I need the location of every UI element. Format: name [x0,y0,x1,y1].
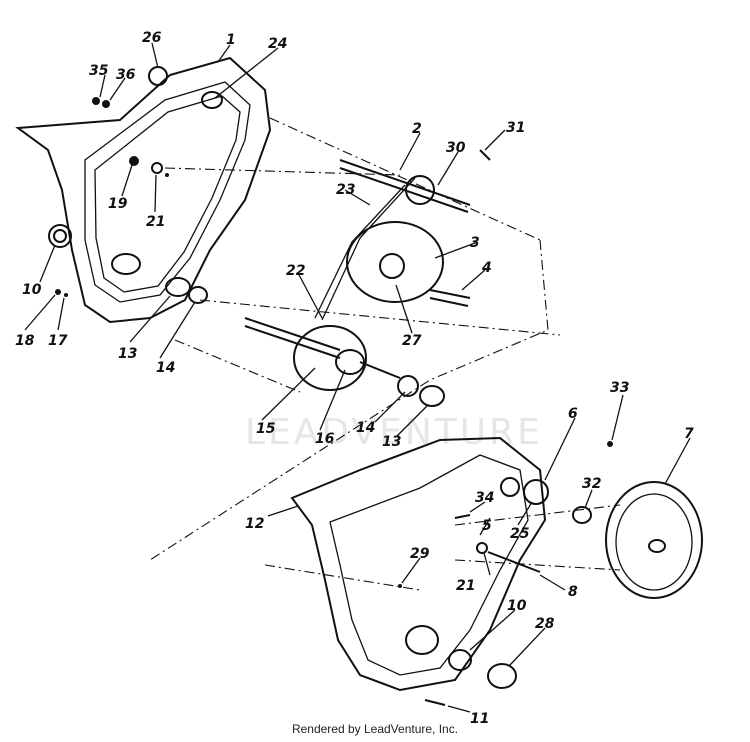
callout-label: 24 [268,36,287,52]
callout-label: 8 [568,584,578,600]
callout-labels: 1 2 3 4 5 6 7 8 10 10 11 12 13 13 14 14 … [15,30,694,727]
callout-label: 28 [535,616,555,632]
callout-label: 27 [402,333,422,349]
callout-label: 19 [108,196,128,212]
watermark-text: LEADVENTURE [245,412,543,453]
callout-label: 5 [482,518,492,534]
callout-label: 34 [475,490,494,506]
callout-label: 36 [116,67,136,83]
callout-label: 16 [315,431,335,447]
lower-hardware [398,441,613,706]
callout-label: 14 [356,420,375,436]
leader-lines [24,42,691,713]
upper-chain-case [15,56,272,324]
upper-hardware [48,66,208,304]
callout-label: 22 [286,263,305,279]
drive-shafts-and-chain [244,149,491,407]
callout-label: 2 [412,121,422,137]
callout-label: 26 [142,30,162,46]
callout-label: 21 [456,578,475,594]
lower-chain-case [290,436,549,692]
callout-label: 29 [410,546,430,562]
callout-label: 11 [470,711,489,727]
callout-label: 33 [610,380,629,396]
callout-label: 18 [15,333,35,349]
callout-label: 6 [568,406,578,422]
callout-label: 15 [256,421,276,437]
callout-label: 3 [470,235,480,251]
callout-label: 10 [507,598,527,614]
callout-label: 13 [118,346,137,362]
callout-label: 10 [22,282,42,298]
callout-label: 14 [156,360,175,376]
pulley [605,481,703,599]
callout-label: 31 [506,120,525,136]
callout-label: 23 [336,182,355,198]
callout-label: 30 [446,140,466,156]
callout-label: 1 [226,32,236,48]
callout-label: 21 [146,214,165,230]
callout-label: 17 [48,333,68,349]
credit-text: Rendered by LeadVenture, Inc. [291,722,459,736]
callout-label: 35 [89,63,109,79]
callout-label: 32 [582,476,601,492]
callout-label: 13 [382,434,401,450]
callout-label: 25 [510,526,530,542]
alignment-lines [149,117,621,591]
callout-label: 12 [245,516,264,532]
callout-label: 4 [481,260,492,276]
callout-label: 7 [684,426,694,442]
